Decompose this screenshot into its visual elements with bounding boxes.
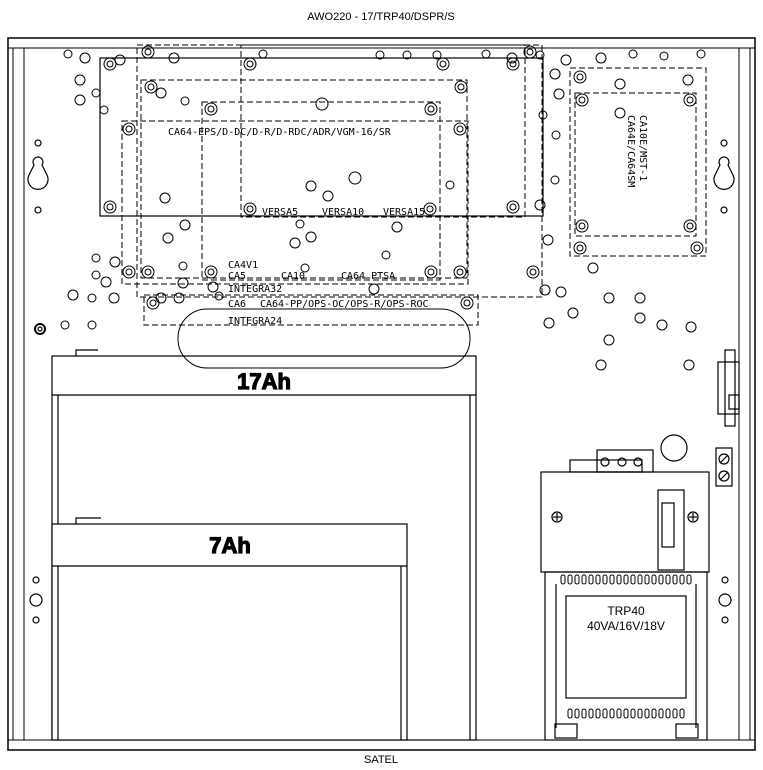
battery-7ah [51,517,408,741]
standoff-screws [103,45,704,310]
label-versa5: VERSA5 [262,207,298,218]
label-ca5: CA5 [228,271,246,282]
round-component [660,434,688,462]
transformer-teeth-top [560,574,692,585]
label-ca64-ptsa: CA64 PTSA [341,271,395,282]
keyhole-mounts [27,139,735,624]
label-versa15: VERSA15 [383,207,425,218]
label-integra24: INTEGRA24 [228,316,282,327]
transformer-trp40 [540,449,710,741]
module-labels: CA64-EPS/D-DC/D-R/D-RDC/ADR/VGM-16/SR VE… [168,115,648,327]
cable-opening [177,308,471,369]
label-versa10: VERSA10 [322,207,364,218]
transformer-name: TRP40 [607,604,645,618]
transformer-teeth-bottom [567,708,685,719]
label-ca64e: CA64E/CA64SM [625,115,636,187]
label-ca10e: CA10E/MST-1 [637,115,648,181]
label-ca4v1: CA4V1 [228,260,258,271]
enclosure-housing [7,37,756,751]
label-integra32: INTEGRA32 [228,284,282,295]
terminal-block [715,447,733,487]
diagram-title: AWO220 - 17/TRP40/DSPR/S [307,11,455,23]
diagram-footer: SATEL [364,754,398,766]
module-outlines [99,44,707,326]
label-ca64-eps: CA64-EPS/D-DC/D-R/D-RDC/ADR/VGM-16/SR [168,127,392,138]
tamper-switch [717,349,740,427]
transformer-spec: 40VA/16V/18V [587,619,665,633]
label-ca6: CA6 [228,299,246,310]
label-ca64-pp: CA64-PP/OPS-OC/OPS-R/OPS-ROC [260,299,429,310]
battery-7ah-label: 7Ah [209,533,251,558]
label-ca10: CA10 [281,271,305,282]
battery-17ah-label: 17Ah [237,369,291,394]
